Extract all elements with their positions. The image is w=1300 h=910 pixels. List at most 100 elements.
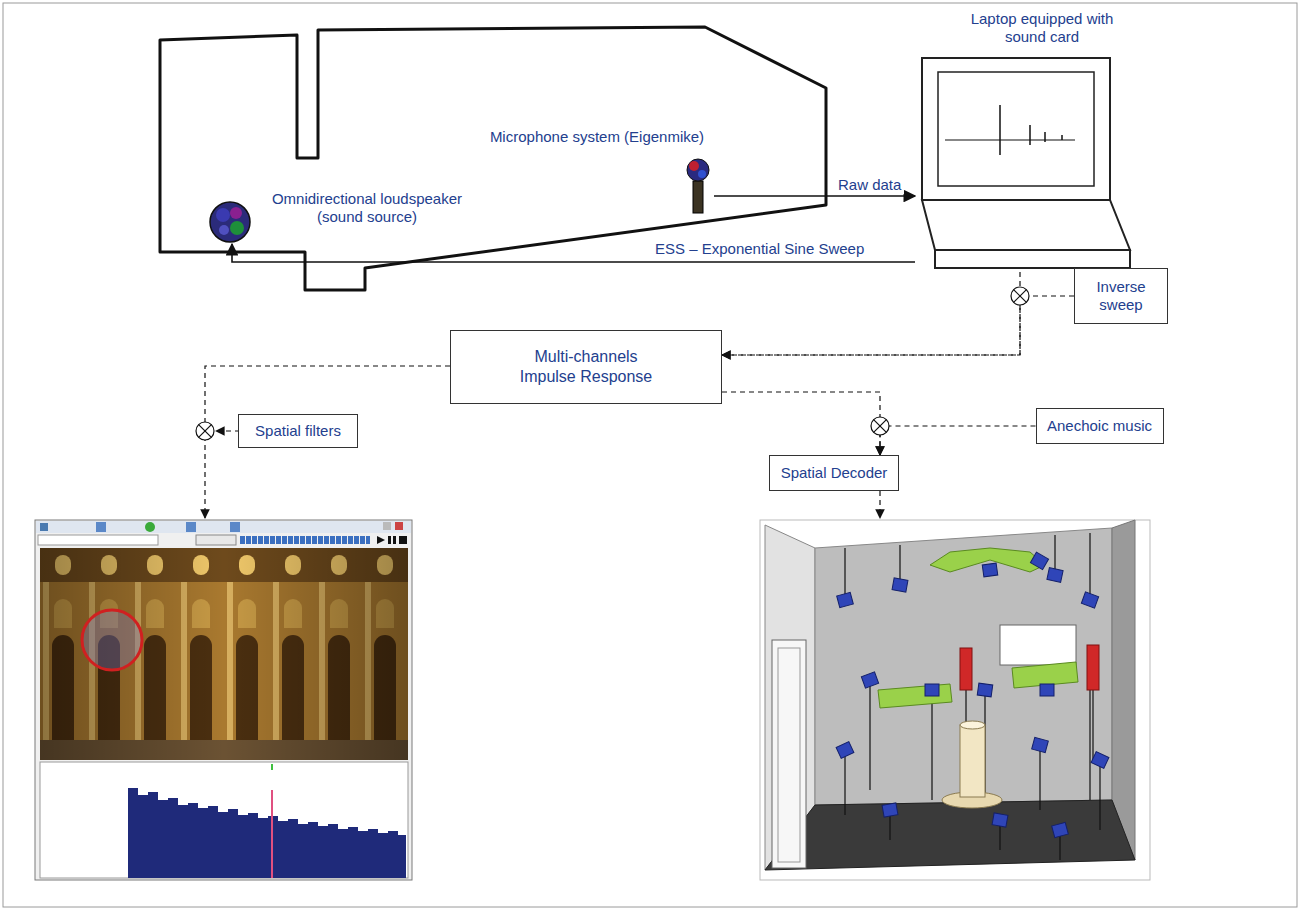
convolution-symbol [1011,287,1029,305]
listening-room [760,520,1150,880]
loudspeaker-icon [230,207,242,219]
label-text: Microphone system (Eigenmike) [482,128,712,146]
listening-room [960,725,985,797]
software-screenshot [399,536,407,544]
software-screenshot [40,548,408,760]
convolution-symbol [199,425,212,438]
edge-label: Raw data [835,176,904,194]
listening-room [1040,684,1054,696]
laptop-icon [935,250,1130,268]
box-text: Multi-channels Impulse Response [511,347,661,387]
process-box: Inverse sweep [1074,268,1168,324]
listening-room [844,548,845,600]
listening-room [844,750,845,815]
listening-room [1089,690,1090,800]
listening-room [869,680,870,790]
software-screenshot [186,522,196,532]
dashed-arrow [216,430,240,431]
flow-arrow [722,272,1020,355]
listening-room [992,813,1008,827]
microphone-icon [689,161,699,171]
software-screenshot [196,535,236,545]
laptop-icon [945,139,1075,140]
listening-room [772,640,806,868]
box-text: Spatial filters [255,422,341,440]
loudspeaker-icon [230,221,244,235]
software-screenshot [388,536,391,544]
software-screenshot [240,536,370,544]
listening-room [925,684,939,696]
listening-room [1089,533,1090,600]
convolution-symbol [1014,290,1027,303]
laptop-icon [1029,125,1031,145]
box-text: Inverse sweep [1084,278,1158,314]
listening-room [1030,552,1048,569]
label-text: Laptop equipped with sound card [962,10,1122,46]
convolution-symbol [871,417,889,435]
software-screenshot [230,522,240,532]
listening-room [1099,760,1100,830]
listening-room [1032,737,1049,752]
listening-room [882,803,898,817]
software-screenshot [40,762,408,878]
convolution-symbol [871,417,889,435]
flow-arrow [722,392,880,455]
software-screenshot [271,790,273,878]
listening-room [765,800,1135,870]
convolution-symbol [196,422,214,440]
laptop-label: Laptop equipped with sound card [915,6,1135,272]
listening-room [815,528,1112,805]
listening-room [1081,592,1098,608]
microphone-icon [687,159,709,181]
microphone-icon [693,181,703,213]
label-text: Omnidirectional loudspeaker (sound sourc… [267,190,467,226]
listening-room [960,648,972,690]
edge-label: ESS – Exponential Sine Sweep [652,240,867,258]
convolution-symbol [196,422,214,440]
loudspeaker-label: Omnidirectional loudspeaker (sound sourc… [205,186,475,244]
listening-room [1052,822,1069,837]
convolution-symbol [199,425,212,438]
loudspeaker-icon [216,208,230,222]
listening-room [760,520,1150,880]
software-screenshot [271,764,273,770]
listening-room [861,672,878,688]
listening-room [931,690,932,800]
input-box: Anechoic music [1036,408,1164,444]
listening-room [778,648,800,862]
listening-room [977,683,993,697]
loudspeaker-icon [210,202,250,242]
listening-room [845,533,1100,860]
software-screenshot [40,523,48,531]
box-text: Anechoic music [1047,417,1152,435]
listening-room [1092,690,1093,760]
laptop-icon [922,58,1130,268]
listening-room [1000,625,1076,665]
listening-room [960,721,985,729]
software-screenshot [35,520,412,880]
listening-room [836,552,1109,837]
figure-frame [3,3,1297,907]
convolution-symbol [874,420,887,433]
input-box: Spatial filters [238,414,358,448]
listening-room [837,592,854,607]
laptop-icon [999,105,1001,155]
flow-arrow [880,426,1036,455]
software-screenshot [128,788,406,878]
software-screenshot [145,522,155,532]
software-screenshot [82,610,142,670]
software-screenshot [393,536,396,544]
listening-room [1087,645,1099,690]
software-screenshot [38,535,158,545]
laptop-icon [938,72,1094,186]
box-text: Spatial Decoder [781,464,888,482]
software-screenshot [35,520,412,880]
software-screenshot [383,522,391,530]
convolution-symbol [1011,287,1029,305]
listening-room [1039,745,1040,810]
listening-room [1047,568,1063,583]
process-box: Multi-channels Impulse Response [450,330,722,404]
software-screenshot [377,536,385,544]
microphone-icon [687,159,709,213]
